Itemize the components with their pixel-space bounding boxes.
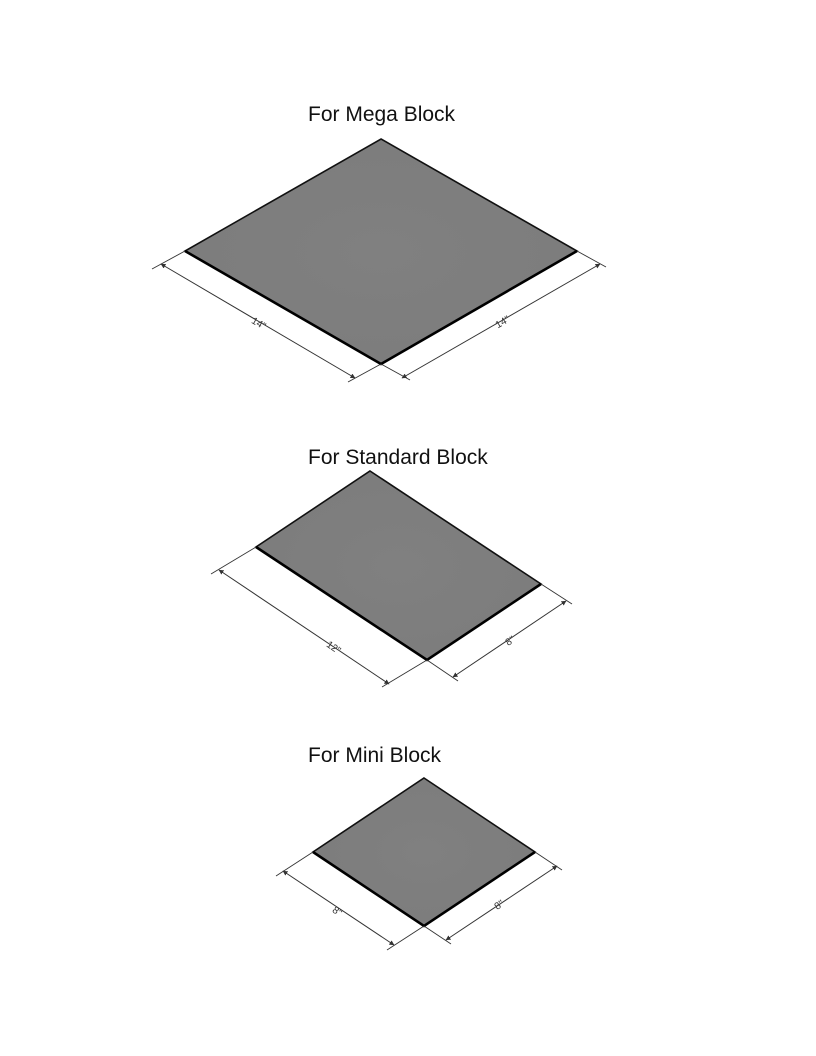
right-dimension: 8" [423,851,563,945]
left-dimension-label: 8" [330,905,344,919]
plate-shape [183,138,579,365]
left-dimension-line [160,263,356,379]
diagram-title: For Mini Block [308,744,442,767]
diagram-title: For Mega Block [308,103,456,126]
diagram-standard-block: For Standard Block 12" 8" [210,446,573,688]
right-dimension-line [401,263,601,379]
plate-shape [254,470,543,661]
left-dimension-line [218,569,390,685]
diagram-mega-block: For Mega Block 14" 14" [151,103,607,383]
diagram-mini-block: For Mini Block 8" 8" [275,744,563,951]
right-dimension-label: 8" [504,634,518,648]
right-dimension-line [452,600,567,678]
left-dimension-line [282,870,395,946]
right-dimension-line [445,865,558,941]
diagram-title: For Standard Block [308,446,488,469]
right-dimension-label: 8" [493,898,507,912]
